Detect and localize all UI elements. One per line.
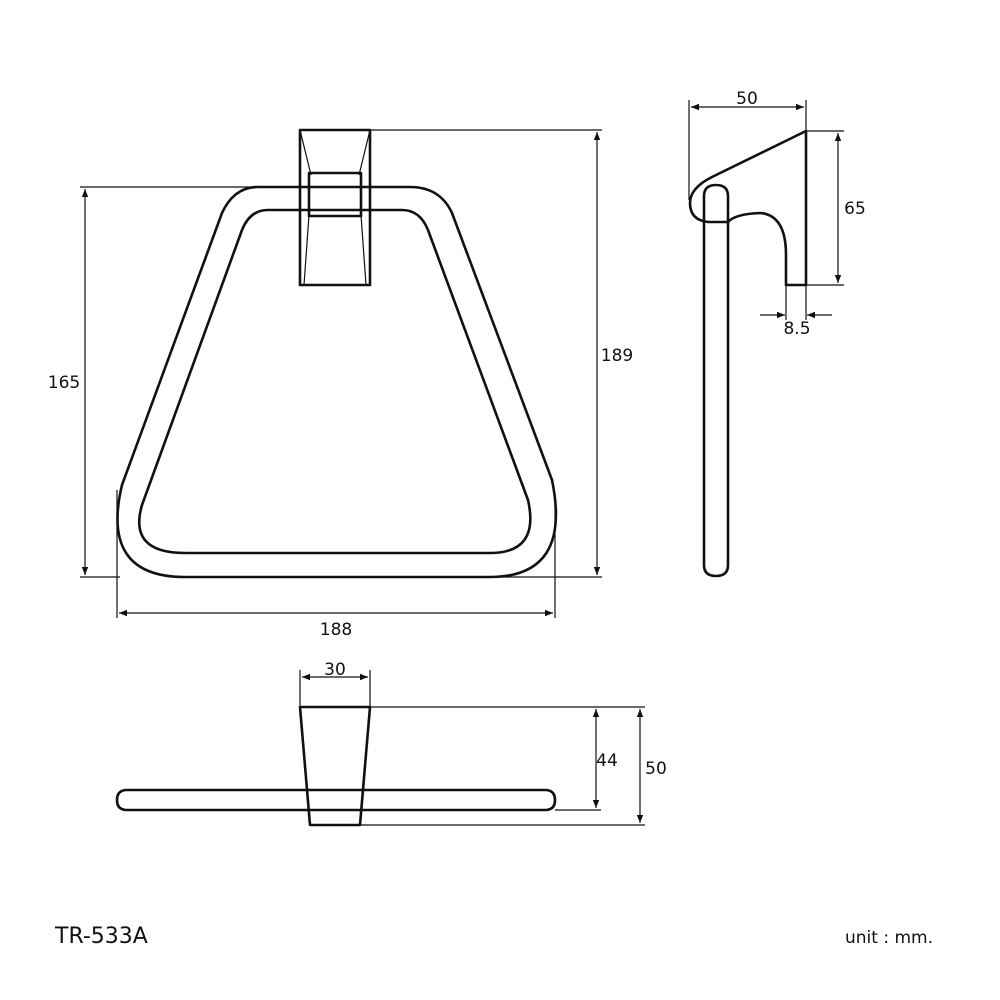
- top-view: 30 44 50: [115, 660, 667, 827]
- mount-block: [298, 128, 372, 287]
- mount-collar: [307, 171, 363, 218]
- front-view: 165 189 188: [48, 128, 633, 640]
- dim-65: 65: [844, 199, 866, 219]
- top-bar: [115, 788, 557, 812]
- side-bar: [702, 183, 730, 578]
- ring-outer: [116, 185, 558, 579]
- ring-inner: [137, 208, 532, 555]
- dim-30: 30: [324, 660, 346, 680]
- dim-188: 188: [320, 620, 352, 640]
- dim-50-top: 50: [645, 759, 667, 779]
- dim-44: 44: [596, 751, 618, 771]
- dim-165: 165: [48, 373, 80, 393]
- dim-50-side: 50: [736, 89, 758, 109]
- dim-189: 189: [601, 346, 633, 366]
- model-number: TR-533A: [54, 924, 148, 949]
- dim-8-5: 8.5: [783, 319, 810, 339]
- top-mount: [298, 705, 372, 827]
- side-bracket: [688, 129, 808, 287]
- unit-note: unit : mm.: [845, 928, 933, 948]
- side-view: 50 65 8.5: [688, 89, 866, 578]
